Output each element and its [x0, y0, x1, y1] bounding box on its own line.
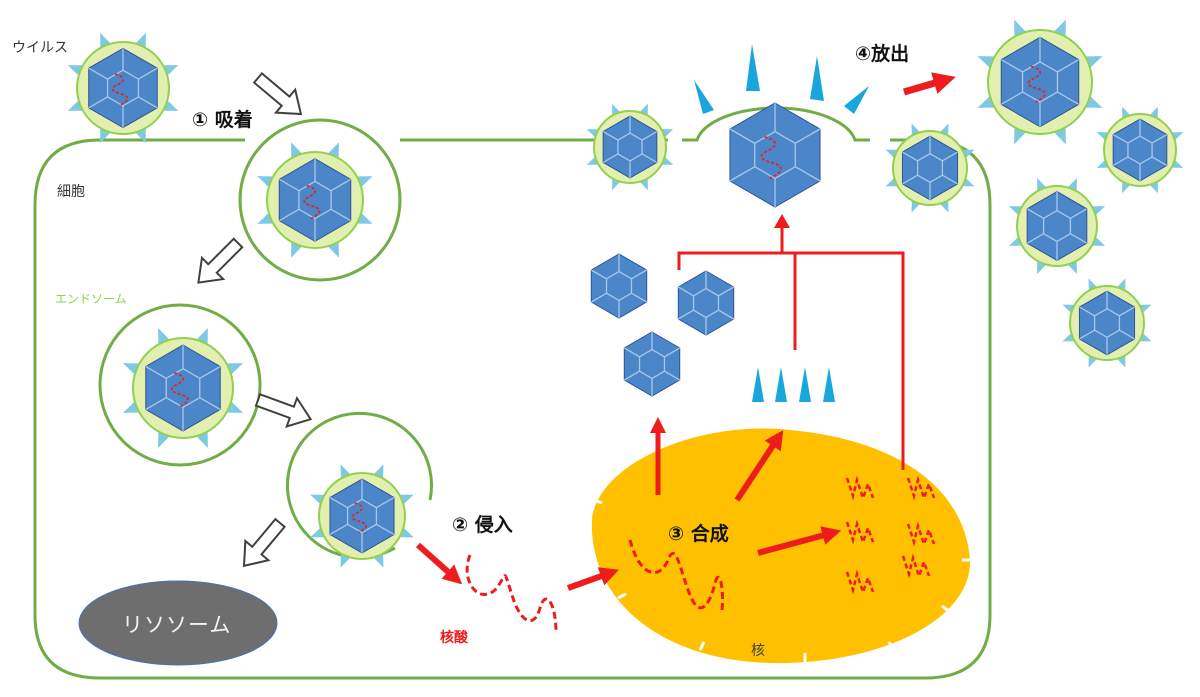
capsid-facets [677, 271, 735, 335]
virus-released-2 [1096, 106, 1184, 194]
virus-budding-center [729, 102, 821, 208]
virus-budding-left [586, 103, 674, 191]
virus-adsorbed [257, 142, 373, 258]
new-spikes [752, 367, 835, 402]
outline-arrows [197, 71, 313, 568]
virus-label: ウイルス [12, 40, 68, 56]
capsid-facets [329, 479, 395, 553]
budding-spikes [694, 44, 869, 114]
assembly-arrowhead [774, 214, 790, 228]
virus-released-3 [1008, 177, 1106, 275]
arrow-release-nucleic [416, 542, 463, 585]
arrow-to-endosome [197, 237, 244, 284]
nucleus-label: 核 [751, 643, 765, 659]
lysosome-label: リソソーム [122, 613, 232, 637]
endosome-1 [98, 303, 262, 467]
endosome-2 [286, 411, 433, 559]
virus-outside [67, 32, 179, 144]
nucleic-acid [465, 554, 558, 631]
virus-released-4 [1062, 278, 1152, 368]
arrow-release [903, 72, 956, 96]
virus-budding-right [885, 123, 975, 213]
step-penetration: ② 侵入 [452, 514, 513, 536]
capsid-facets [902, 136, 958, 200]
arrow-synth-spike [734, 429, 784, 502]
virus-in-endosome [122, 327, 244, 449]
capsid-facets [590, 254, 648, 318]
capsid-facets [729, 103, 821, 207]
replicated-nucleic-acids [845, 475, 936, 596]
genome [760, 136, 782, 180]
endosome-label: エンドソーム [55, 292, 127, 306]
arrow-into-nucleus [566, 567, 620, 591]
arrow-to-lysosome [242, 517, 287, 568]
capsid-facets [1000, 37, 1080, 127]
step-release: ④放出 [855, 43, 910, 65]
assembly-lines [677, 225, 905, 470]
genome [351, 502, 367, 534]
nucleic-acid-label: 核酸 [440, 630, 468, 646]
capsid-facets [602, 116, 658, 178]
capsid-facets [1079, 291, 1135, 355]
capsid-facets [278, 158, 352, 242]
new-capsid-3 [623, 331, 681, 397]
virus-released-1 [977, 19, 1103, 145]
capsid-facets [145, 345, 221, 431]
step-synthesis: ③ 合成 [668, 523, 729, 545]
nucleic-acid-nucleus [628, 539, 724, 611]
virus-particles [67, 19, 1184, 568]
capsid-facets [88, 48, 158, 128]
red-arrows [416, 72, 956, 591]
virus-in-endosome-opening [310, 464, 414, 568]
new-capsid-1 [590, 253, 648, 319]
lysosome [78, 580, 278, 666]
step-adsorption: ① 吸着 [192, 109, 253, 131]
entry-pocket [238, 118, 402, 282]
capsid-facets [1026, 191, 1088, 261]
arrow-synth-right [757, 526, 842, 556]
capsid-facets [623, 332, 681, 396]
nuclear-pores [593, 423, 971, 662]
genome [111, 73, 129, 107]
cell-label: 細胞 [57, 184, 85, 200]
genome [303, 184, 321, 220]
arrow-adsorb [252, 71, 303, 116]
new-capsid-2 [677, 270, 735, 336]
capsid-facets [1112, 119, 1168, 181]
genome [1027, 65, 1046, 103]
arrow-endosome-move [254, 393, 313, 428]
genome [170, 372, 189, 409]
